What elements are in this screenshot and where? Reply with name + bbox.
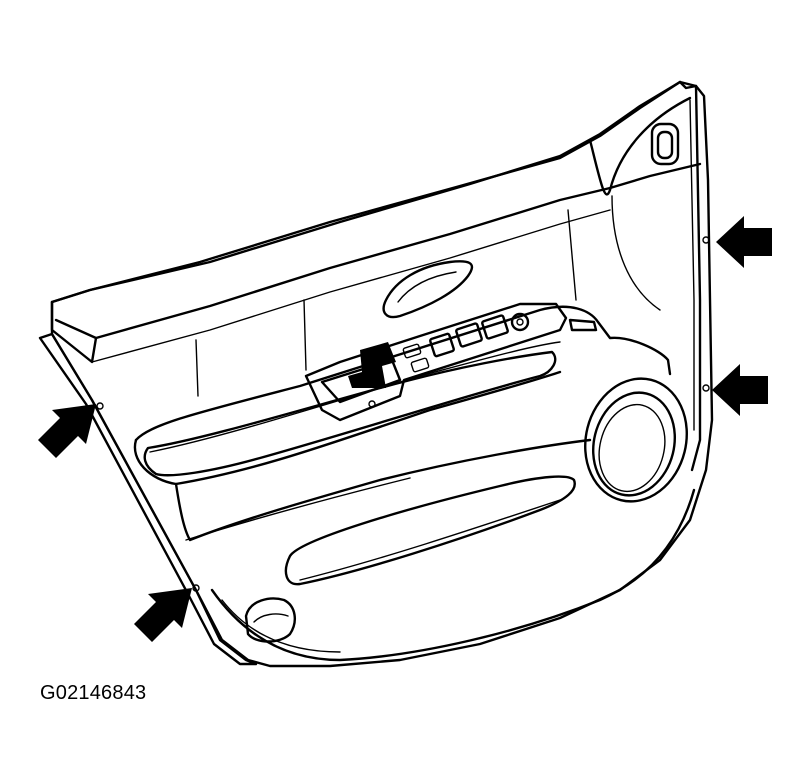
clip-point-right-lower — [702, 384, 710, 392]
map-pocket — [284, 475, 576, 586]
bottom-curve-inner — [221, 599, 341, 653]
power-window-switch-2 — [455, 322, 483, 348]
top-rail — [50, 80, 682, 304]
switch-panel-hinge — [568, 318, 598, 332]
arrow-left-icon — [712, 364, 768, 416]
top-rail-inner-edge — [91, 209, 611, 363]
armrest — [134, 305, 672, 442]
lower-panel-line-2 — [185, 477, 411, 541]
panel-right-edge — [678, 80, 702, 472]
lock-knob-inner — [656, 130, 674, 160]
lower-panel-line — [174, 438, 592, 542]
speaker-middle — [592, 391, 676, 497]
power-window-switch-3 — [481, 314, 509, 340]
courtesy-lamp — [244, 597, 296, 643]
clip-point-right-upper — [702, 236, 710, 244]
arrow-left-icon — [716, 216, 772, 268]
door-handle-recess — [382, 260, 474, 319]
mirror-switch-center — [516, 318, 524, 326]
panel-seam-2 — [303, 299, 307, 371]
screw-hole — [368, 400, 376, 408]
bottom-curve — [210, 488, 696, 662]
clip-point-left-lower — [192, 584, 200, 592]
power-window-switch-1 — [429, 332, 455, 358]
small-switch-2 — [410, 357, 430, 373]
lock-knob-outer — [650, 122, 680, 166]
small-switch-1 — [402, 343, 422, 359]
top-rail-lower-edge — [54, 162, 702, 340]
mirror-switch — [510, 312, 530, 332]
top-rail-corner — [50, 300, 98, 364]
courtesy-lamp-inner — [253, 613, 289, 623]
door-handle-inner — [397, 271, 457, 303]
upper-right-inner-curve — [611, 195, 661, 311]
speaker-inner — [598, 403, 666, 493]
figure-caption: G02146843 — [40, 682, 147, 704]
switch-panel — [304, 302, 568, 422]
panel-seam-1 — [195, 339, 199, 397]
panel-seam-3 — [567, 209, 577, 301]
arrow-down-icon — [348, 342, 396, 388]
grab-handle — [143, 350, 557, 477]
panel-right-inner-edge — [689, 99, 695, 431]
clip-point-left-upper — [96, 402, 104, 410]
arrow-right-icon — [134, 588, 192, 642]
speaker-outer — [584, 377, 688, 503]
map-pocket-edge — [299, 499, 561, 581]
arrow-right-icon — [38, 404, 96, 458]
armrest-lower — [133, 370, 562, 486]
upper-right-curve — [588, 96, 692, 196]
